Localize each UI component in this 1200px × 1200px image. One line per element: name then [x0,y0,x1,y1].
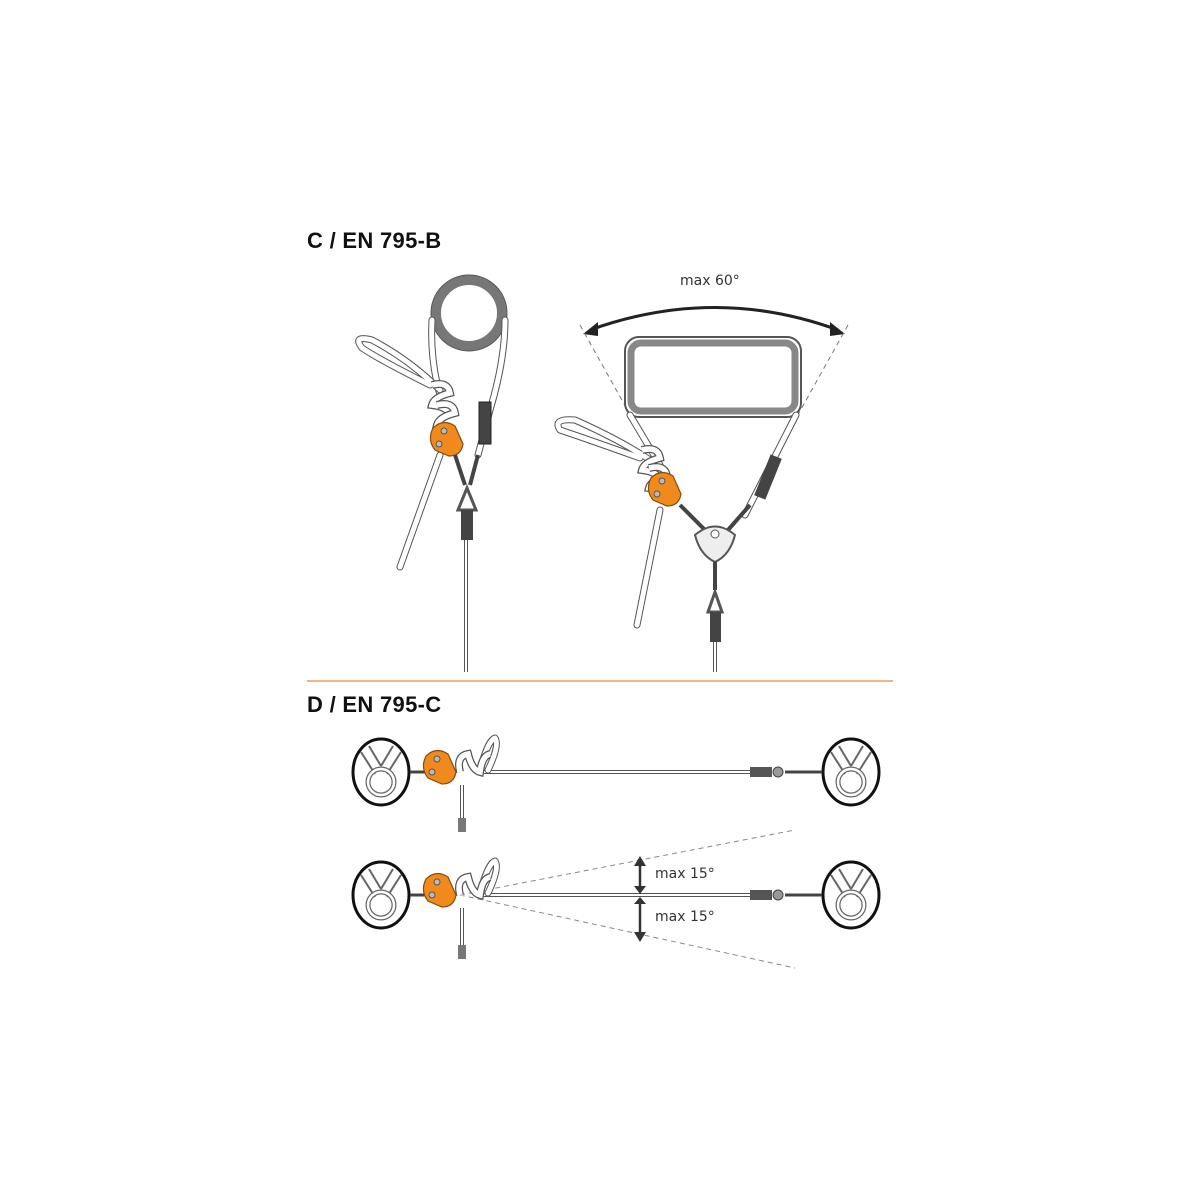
max-15-upper-label: max 15° [655,866,715,882]
angle-arrows-icon [634,856,646,942]
orange-device-icon [422,872,457,908]
anchor-ring [431,275,507,351]
anchor-icon [823,739,879,805]
anchor-icon [823,862,879,928]
diagram-d-horizontal [353,734,879,832]
anchor-beam [627,339,799,415]
diagram-c-two-anchor [554,306,849,672]
orange-device-icon [647,471,682,507]
orange-device-icon [422,749,457,785]
section-c-title: C / EN 795-B [307,228,442,253]
diagram-c-single-anchor [355,274,509,672]
diagram-d-angled [353,829,879,969]
sling-sleeve [478,401,492,445]
orange-device-icon [429,421,464,457]
rigging-plate [693,525,737,564]
section-d-title: D / EN 795-C [307,692,442,717]
max-60-label: max 60° [680,273,740,289]
anchor-icon [353,862,409,928]
anchor-icon [353,739,409,805]
max-15-lower-label: max 15° [655,909,715,925]
